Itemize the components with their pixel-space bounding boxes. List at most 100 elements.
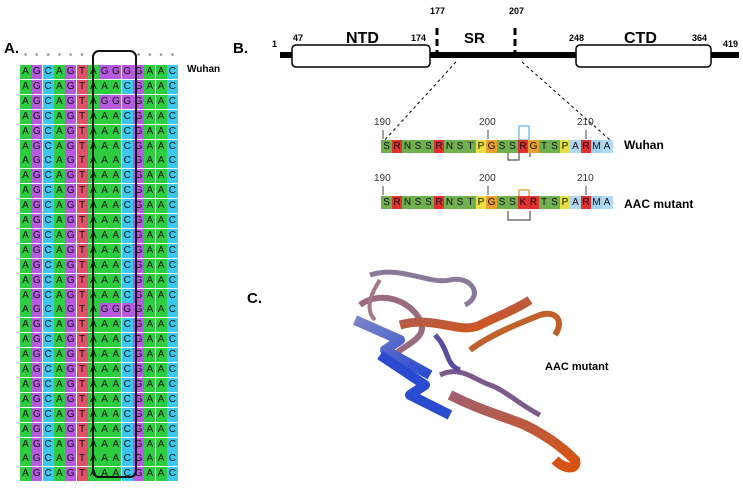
alignment-cell: T — [76, 407, 88, 422]
alignment-cell: C — [42, 363, 54, 377]
alignment-cell: C — [121, 124, 133, 139]
alignment-cell: A — [144, 437, 156, 452]
alignment-cell: A — [144, 333, 156, 348]
alignment-cell: C — [121, 407, 133, 422]
alignment-cell: A — [144, 228, 156, 243]
alignment-cell: C — [42, 124, 54, 139]
alignment-cell: G — [121, 65, 133, 79]
alignment-cell: A — [99, 363, 111, 377]
alignment-cell: C — [166, 348, 178, 363]
alignment-cell: C — [42, 377, 54, 392]
alignment-cell: C — [121, 273, 133, 288]
alignment-cell: T — [76, 94, 88, 109]
alignment-cell: A — [144, 214, 156, 228]
alignment-cell: T — [76, 79, 88, 94]
alignment-cell: G — [133, 199, 144, 214]
alignment-cell: C — [42, 318, 54, 333]
alignment-cell: G — [31, 467, 43, 482]
alignment-cell: C — [166, 94, 178, 109]
alignment-cell: G — [31, 258, 43, 273]
alignment-cell: C — [121, 169, 133, 184]
alignment-cell: C — [121, 199, 133, 214]
alignment-cell: G — [31, 79, 43, 94]
alignment-cell: G — [133, 169, 144, 184]
alignment-cell: A — [110, 467, 122, 482]
alignment-cell: A — [20, 407, 31, 422]
residue-cell: P — [559, 196, 571, 209]
conservation-mark: * — [136, 52, 141, 61]
alignment-cell: A — [53, 422, 65, 437]
alignment-cell: C — [166, 422, 178, 437]
alignment-cell: A — [144, 407, 156, 422]
mutant-tick-200: 200 — [479, 173, 496, 184]
alignment-cell: A — [110, 437, 122, 452]
alignment-cell: A — [53, 124, 65, 139]
alignment-cell: A — [53, 184, 65, 199]
alignment-cell: A — [144, 348, 156, 363]
alignment-cell: C — [121, 79, 133, 94]
alignment-cell: G — [31, 109, 43, 124]
conservation-mark: * — [57, 52, 61, 61]
alignment-cell: C — [42, 65, 54, 79]
alignment-cell: A — [144, 258, 156, 273]
residue-cell: S — [496, 196, 508, 209]
alignment-cell: A — [20, 79, 31, 94]
alignment-cell: T — [76, 124, 88, 139]
alignment-cell: G — [31, 422, 43, 437]
alignment-cell: A — [53, 407, 65, 422]
alignment-cell: G — [133, 348, 144, 363]
alignment-cell: C — [42, 452, 54, 467]
alignment-cell: C — [166, 258, 178, 273]
alignment-cell: C — [42, 333, 54, 348]
alignment-cell: A — [155, 154, 167, 169]
pos-ctd-start: 248 — [569, 33, 585, 43]
alignment-cell: A — [20, 124, 31, 139]
alignment-cell: C — [166, 363, 178, 377]
alignment-cell: C — [42, 273, 54, 288]
residue-cell: M — [591, 140, 602, 153]
alignment-cell: C — [42, 467, 54, 482]
alignment-cell: C — [166, 243, 178, 258]
residue-cell: S — [549, 196, 560, 209]
alignment-cell: T — [76, 273, 88, 288]
alignment-wuhan-label: Wuhan — [187, 64, 221, 75]
alignment-cell: A — [53, 348, 65, 363]
alignment-cell: C — [166, 124, 178, 139]
alignment-cell: A — [53, 214, 65, 228]
alignment-cell: G — [133, 333, 144, 348]
alignment-cell: C — [166, 214, 178, 228]
alignment-cell: G — [31, 318, 43, 333]
residue-cell: S — [507, 140, 518, 153]
alignment-cell: G — [31, 243, 43, 258]
alignment-cell: C — [121, 109, 133, 124]
alignment-cell: G — [99, 94, 111, 109]
alignment-cell: G — [65, 437, 77, 452]
alignment-cell: G — [133, 407, 144, 422]
alignment-cell: A — [99, 407, 111, 422]
alignment-cell: A — [53, 288, 65, 303]
alignment-cell: G — [99, 303, 111, 318]
alignment-cell: A — [53, 273, 65, 288]
alignment-cell: A — [20, 363, 31, 377]
alignment-cell: T — [76, 243, 88, 258]
alignment-cell: G — [65, 139, 77, 154]
ntd-box — [291, 44, 431, 68]
alignment-cell: C — [42, 228, 54, 243]
alignment-cell: G — [31, 228, 43, 243]
residue-cell: T — [538, 140, 550, 153]
alignment-cell: A — [99, 79, 111, 94]
alignment-cell: A — [99, 199, 111, 214]
alignment-cell: A — [155, 94, 167, 109]
alignment-cell: A — [99, 288, 111, 303]
wuhan-tick-190: 190 — [374, 117, 391, 128]
alignment-cell: A — [99, 258, 111, 273]
residue-cell: G — [528, 140, 539, 153]
alignment-cell: C — [121, 392, 133, 407]
alignment-cell: C — [166, 169, 178, 184]
mutant-seq-label: AAC mutant — [624, 197, 694, 211]
alignment-cell: A — [110, 124, 122, 139]
alignment-cell: C — [42, 258, 54, 273]
alignment-cell: G — [65, 422, 77, 437]
alignment-cell: A — [155, 184, 167, 199]
residue-cell: S — [454, 140, 466, 153]
